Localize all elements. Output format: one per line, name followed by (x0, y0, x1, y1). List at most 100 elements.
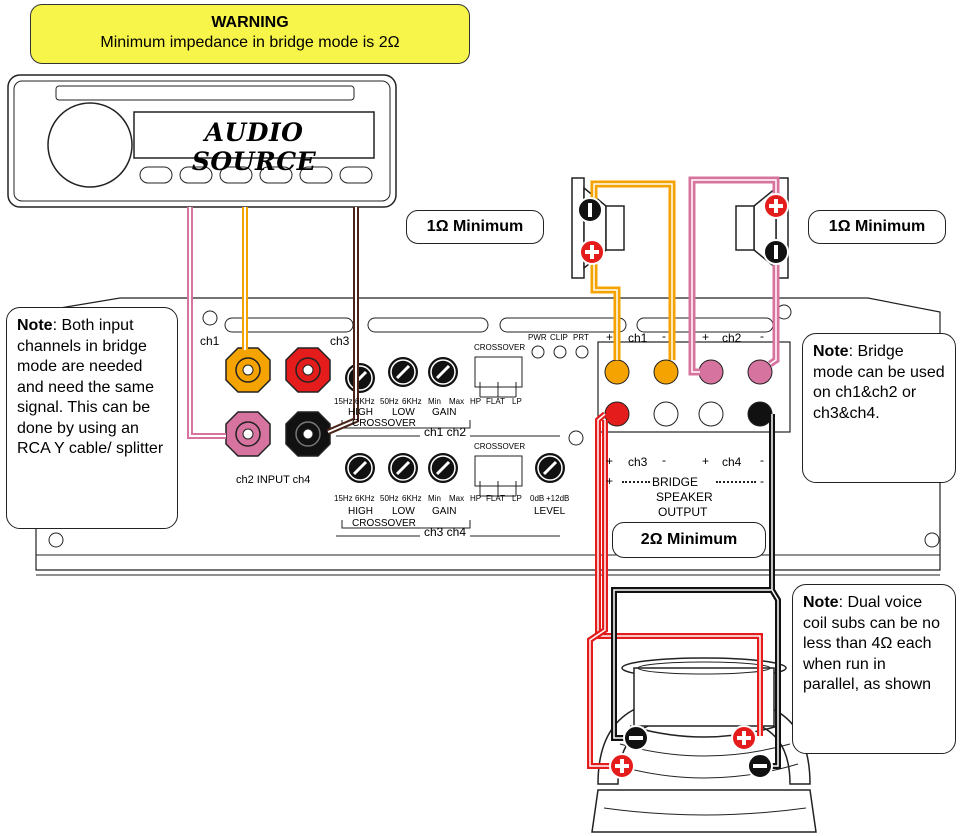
low-top: LOW (392, 407, 415, 418)
crossover-under-top: CROSSOVER (352, 418, 416, 429)
plus-terminal-icon (579, 239, 605, 265)
flat-top: FLAT (486, 397, 505, 406)
rca-jack-ch2 (225, 411, 271, 457)
knob-icon (428, 357, 458, 387)
note-bridge-mode: Note: Bridge mode can be used on ch1&ch2… (802, 333, 956, 483)
flat-bottom: FLAT (486, 494, 505, 503)
lp-top: LP (512, 397, 522, 406)
hp-bottom: HP (470, 494, 482, 503)
clip-led-label: CLIP (550, 333, 568, 342)
crossover-label-top: CROSSOVER (474, 343, 526, 352)
impedance-right-label: 1Ω Minimum (808, 210, 946, 244)
impedance-bridge-label: 2Ω Minimum (612, 522, 766, 558)
subwoofer-wires (587, 411, 781, 769)
speaker-wires-top (590, 176, 780, 376)
out-ch1-label: ch1 (628, 331, 648, 345)
bridge-plus: + (606, 474, 614, 488)
input-wires (187, 207, 359, 439)
gain-knobs (345, 357, 565, 483)
hz15-top: 15Hz (334, 397, 353, 406)
min-bottom: Min (428, 494, 441, 503)
hz50-bottom: 50Hz (380, 494, 399, 503)
out-ch3-label: ch3 (628, 455, 648, 469)
khz6-bottom: 6KHz (355, 494, 375, 503)
out-ch4-label: ch4 (722, 455, 742, 469)
bridge-minus: - (760, 474, 764, 488)
plus-terminal-icon (609, 753, 635, 779)
audio-source-label: AUDIO SOURCE (191, 118, 317, 176)
knob-icon (428, 453, 458, 483)
note-input-channels: Note: Both input channels in bridge mode… (6, 307, 178, 529)
warning-text: Minimum impedance in bridge mode is 2Ω (100, 34, 400, 51)
hp-top: HP (470, 397, 482, 406)
min-top: Min (428, 397, 441, 406)
note-bridge-text: : Bridge mode can be used on ch1&ch2 or … (813, 343, 945, 422)
output-label: OUTPUT (658, 505, 708, 519)
ch3-input-label: ch3 (330, 334, 350, 348)
prt-led-label: PRT (573, 333, 589, 342)
out-minus-ch3: - (662, 453, 666, 467)
knob-icon (345, 453, 375, 483)
low-bottom: LOW (392, 506, 415, 517)
audio-source-unit (7, 74, 397, 208)
gain-top: GAIN (432, 407, 457, 418)
max-top: Max (449, 397, 465, 406)
note-input-text: : Both input channels in bridge mode are… (17, 317, 164, 457)
ch1-input-label: ch1 (200, 334, 220, 348)
knob-icon (388, 453, 418, 483)
out-minus-ch2: - (760, 329, 764, 343)
rca-jack-ch3 (285, 347, 331, 393)
minus-terminal-icon (577, 197, 603, 223)
crossover-label-bottom: CROSSOVER (474, 442, 526, 451)
ch1ch2-label: ch1 ch2 (424, 425, 467, 439)
plus-terminal-icon (763, 193, 789, 219)
knob-icon (345, 363, 375, 393)
db0-label: 0dB (530, 494, 545, 503)
out-minus-ch1: - (662, 329, 666, 343)
subwoofer (591, 657, 817, 833)
minus-terminal-icon (763, 239, 789, 265)
bridge-dots-left (622, 481, 650, 483)
input-label: ch2 INPUT ch4 (236, 474, 311, 486)
note-bridge-label: Note (813, 343, 849, 360)
gain-bottom: GAIN (432, 506, 457, 517)
out-plus-ch4: + (702, 454, 710, 468)
high-top: HIGH (348, 407, 373, 418)
db12-label: +12dB (546, 494, 570, 503)
note-dvc-label: Note (803, 594, 839, 611)
plus-terminal-icon (731, 725, 757, 751)
high-bottom: HIGH (348, 506, 373, 517)
rca-jack-ch4 (285, 411, 331, 457)
knob-icon (535, 453, 565, 483)
crossover-under-bottom: CROSSOVER (352, 518, 416, 529)
out-plus-ch3: + (606, 454, 614, 468)
ch3ch4-label: ch3 ch4 (424, 525, 467, 539)
lp-bottom: LP (512, 494, 522, 503)
impedance-left-label: 1Ω Minimum (406, 210, 544, 244)
out-plus-ch2: + (702, 330, 710, 344)
out-ch2-label: ch2 (722, 331, 742, 345)
note-input-label: Note (17, 317, 53, 334)
rca-inputs (225, 347, 331, 457)
level-label: LEVEL (534, 506, 566, 517)
out-plus-ch1: + (606, 330, 614, 344)
minus-terminal-icon (747, 753, 773, 779)
note-dual-voice-coil: Note: Dual voice coil subs can be no les… (792, 584, 956, 754)
khz6b-bottom: 6KHz (402, 494, 422, 503)
hz15-bottom: 15Hz (334, 494, 353, 503)
max-bottom: Max (449, 494, 465, 503)
minus-terminal-icon (623, 725, 649, 751)
note-dvc-text: : Dual voice coil subs can be no less th… (803, 594, 940, 693)
warning-banner: WARNING Minimum impedance in bridge mode… (30, 4, 470, 64)
out-minus-ch4: - (760, 453, 764, 467)
speaker-label: SPEAKER (656, 490, 713, 504)
bridge-dots-right (716, 481, 756, 483)
pwr-led-label: PWR (528, 333, 547, 342)
knob-icon (388, 357, 418, 387)
output-terminals (604, 359, 773, 427)
rca-jack-ch1 (225, 347, 271, 393)
bridge-label: BRIDGE (652, 475, 699, 489)
warning-title: WARNING (211, 14, 289, 31)
hz50-top: 50Hz (380, 397, 399, 406)
